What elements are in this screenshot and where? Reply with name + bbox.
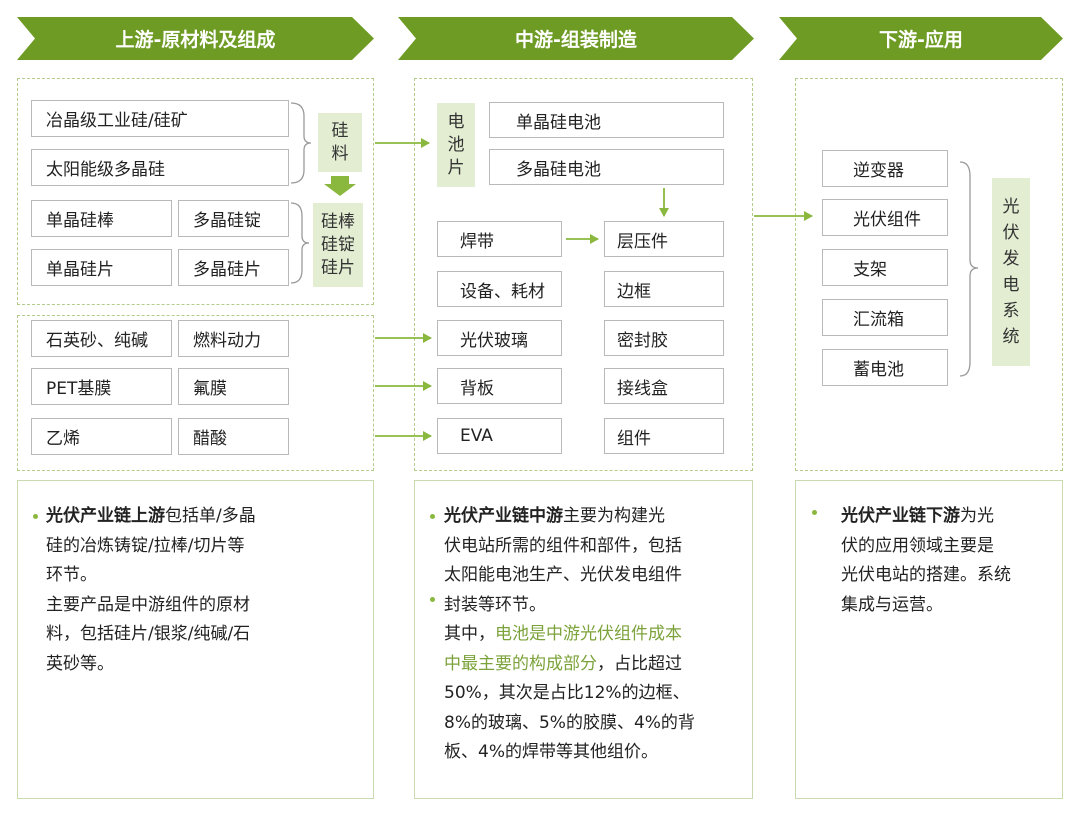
cell-label: 电 池 片 <box>437 103 475 187</box>
sealant-box: 密封胶 <box>604 320 724 356</box>
downstream-description-panel <box>795 480 1063 799</box>
eva-box: EVA <box>437 418 562 454</box>
bullet-mid-2 <box>430 597 435 602</box>
quartz-soda-box: 石英砂、纯碱 <box>31 320 172 357</box>
bracket-box: 支架 <box>822 249 948 286</box>
module-box: 组件 <box>604 418 724 454</box>
junction-box: 接线盒 <box>604 368 724 404</box>
downstream-panel <box>795 78 1063 471</box>
midstream-description: 光伏产业链中游主要为构建光 伏电站所需的组件和部件，包括 太阳能电池生产、光伏发… <box>444 506 695 762</box>
downstream-header: 下游-应用 <box>779 17 1063 60</box>
fluoro-film-box: 氟膜 <box>178 368 289 405</box>
mono-wafer-box: 单晶硅片 <box>31 249 172 286</box>
pv-system-label: 光 伏 发 电 系 统 <box>992 178 1030 366</box>
backsheet-box: 背板 <box>437 368 562 404</box>
upstream-description-panel <box>17 480 374 799</box>
bullet-mid-1 <box>430 514 435 519</box>
battery-box: 蓄电池 <box>822 349 948 386</box>
midstream-header: 中游-组装制造 <box>398 17 754 60</box>
upstream-header: 上游-原材料及组成 <box>17 17 374 60</box>
inverter-box: 逆变器 <box>822 150 948 187</box>
equipment-box: 设备、耗材 <box>437 271 562 307</box>
pet-film-box: PET基膜 <box>31 368 172 405</box>
silicon-material-label: 硅 料 <box>318 113 362 172</box>
bullet-down <box>812 510 817 515</box>
midstream-panel <box>414 78 753 471</box>
bullet-up <box>33 514 38 519</box>
solar-polysilicon-box: 太阳能级多晶硅 <box>31 149 289 186</box>
ethylene-box: 乙烯 <box>31 418 172 455</box>
mono-cell-box: 单晶硅电池 <box>489 102 724 138</box>
mono-ingot-box: 单晶硅棒 <box>31 200 172 237</box>
midstream-description-panel <box>414 480 753 799</box>
ribbon-box: 焊带 <box>437 221 562 257</box>
downstream-description: 光伏产业链下游为光 伏的应用领域主要是 光伏电站的搭建。系统 集成与运营。 <box>841 506 1011 615</box>
pv-module-box: 光伏组件 <box>822 199 948 236</box>
upstream-description: 光伏产业链上游包括单/多晶 硅的冶炼铸锭/拉棒/切片等 环节。 主要产品是中游组… <box>46 506 256 674</box>
combiner-box: 汇流箱 <box>822 299 948 336</box>
poly-cell-box: 多晶硅电池 <box>489 149 724 185</box>
frame-box: 边框 <box>604 271 724 307</box>
poly-wafer-box: 多晶硅片 <box>178 249 289 286</box>
upstream-aux-panel <box>17 315 374 471</box>
ingot-wafer-label: 硅棒 硅锭 硅片 <box>313 203 363 287</box>
fuel-power-box: 燃料动力 <box>178 320 289 357</box>
silicon-ore-box: 冶晶级工业硅/硅矿 <box>31 100 289 137</box>
laminate-box: 层压件 <box>604 221 724 257</box>
upstream-silicon-panel <box>17 78 374 305</box>
acetic-acid-box: 醋酸 <box>178 418 289 455</box>
pv-glass-box: 光伏玻璃 <box>437 320 562 356</box>
poly-ingot-box: 多晶硅锭 <box>178 200 289 237</box>
